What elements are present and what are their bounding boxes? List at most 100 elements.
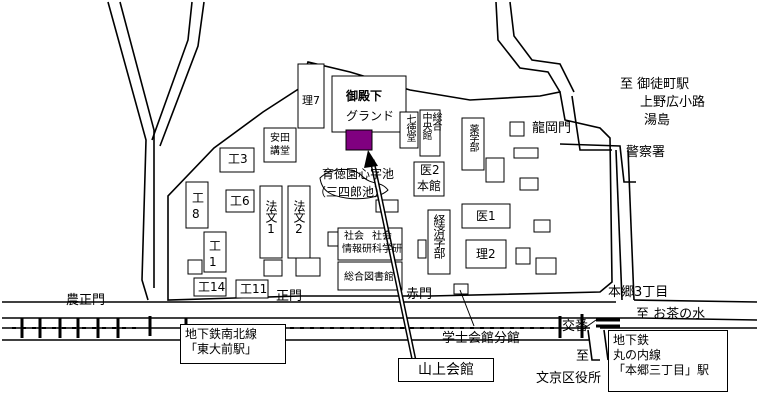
bldg-k14 <box>193 277 227 297</box>
label-bunkyo-b: 文京区役所 <box>536 371 602 386</box>
road-left-4 <box>159 1 205 147</box>
label-sogo: 総合 <box>430 112 441 130</box>
bldg-ri2 <box>465 239 507 269</box>
label-yaku: 薬学部 <box>467 124 478 151</box>
label-ri7: 理7 <box>302 94 320 107</box>
label-police: 警察署 <box>626 145 666 160</box>
label-i1: 医1 <box>476 209 496 223</box>
yamanoue-label: 山上会館 <box>418 362 474 378</box>
bldg-hobun1 <box>259 185 283 259</box>
street-right <box>571 95 612 151</box>
label-shakai-2: 社会 <box>372 231 392 242</box>
label-chuo: 中央館 <box>420 112 431 139</box>
bldg-small-8 <box>519 177 539 191</box>
label-johoken: 情報研 <box>342 244 372 255</box>
bldg-k1 <box>203 231 227 273</box>
bldg-k3 <box>219 147 255 173</box>
label-keizai: 経済学部 <box>432 214 446 258</box>
campus-boundary <box>167 61 613 301</box>
bldg-small-9 <box>533 219 551 233</box>
bldg-k8 <box>185 181 209 229</box>
road-left <box>107 1 149 301</box>
pond <box>319 169 389 200</box>
label-ikutoku: 育徳園心字池 <box>322 167 395 181</box>
street-top-right <box>495 1 561 93</box>
label-koban: 交番 <box>562 319 589 334</box>
label-yushima: 湯島 <box>644 113 671 128</box>
destination-building <box>345 129 373 151</box>
label-ground: グランド <box>346 109 395 123</box>
label-i2: 医2 <box>420 163 440 177</box>
label-goten: 御殿下 <box>346 89 383 103</box>
label-noshomon: 農正門 <box>66 293 106 308</box>
bldg-yaku <box>461 117 485 171</box>
label-shakai: 社会 <box>344 231 364 242</box>
bldg-small-7 <box>513 147 539 159</box>
bldg-sogo-chuo <box>419 109 441 157</box>
label-seimon: 正門 <box>276 289 303 304</box>
road-ochanomizu <box>633 299 757 303</box>
namboku-line-2: 「東大前駅」 <box>185 342 258 356</box>
label-ryuoka-gate: 龍岡門 <box>532 121 572 136</box>
bldg-small-10 <box>515 247 531 265</box>
label-santaro: （三四郎池） <box>314 185 387 199</box>
bldg-k6 <box>225 189 255 213</box>
label-yasuda-1: 安田 <box>270 133 290 144</box>
bldg-i1 <box>461 203 511 229</box>
label-hongo3: 本郷3丁目 <box>608 285 669 300</box>
label-k3: 工3 <box>228 152 248 166</box>
bldg-small-14 <box>187 259 203 275</box>
bldg-small-6 <box>509 121 525 137</box>
callout-marunouchi: 地下鉄 丸の内線 「本郷三丁目」駅 <box>608 330 728 392</box>
bldg-small-11 <box>535 257 557 275</box>
bldg-i2 <box>413 161 445 197</box>
bldg-small-3 <box>327 231 339 247</box>
road-bunkyo <box>587 329 600 361</box>
road-bunkyo-2 <box>603 329 609 361</box>
avenue-bottom <box>2 317 757 321</box>
bldg-ri7 <box>297 63 325 129</box>
label-akamon: 赤門 <box>406 287 433 302</box>
label-kagakuken: 科学研 <box>372 244 402 255</box>
label-ri2: 理2 <box>476 247 496 261</box>
label-okachimachi: 至 御徒町駅 <box>620 77 690 92</box>
crosswalk-mark-3 <box>558 314 584 338</box>
namboku-line-1: 地下鉄南北線 <box>185 327 258 341</box>
bldg-nanatoku <box>399 111 419 149</box>
label-k6: 工6 <box>230 194 250 208</box>
street-top-right-2 <box>509 1 575 93</box>
street-right-vertical <box>615 149 623 301</box>
leader-intersection <box>581 319 597 331</box>
bldg-keizai <box>427 209 451 275</box>
label-hobun1: 法文1 <box>264 200 278 235</box>
label-ochanomizu: 至 お茶の水 <box>636 307 706 322</box>
bldg-small-1 <box>263 259 283 277</box>
bldg-small-12 <box>417 239 427 259</box>
bldg-yasuda <box>263 127 297 163</box>
label-ueno: 上野広小路 <box>640 95 706 110</box>
road-left-3 <box>151 1 193 141</box>
callout-namboku: 地下鉄南北線 「東大前駅」 <box>180 324 286 364</box>
bldg-k11 <box>235 279 269 299</box>
bldg-library <box>337 261 403 291</box>
crosswalk-mark-1 <box>20 318 120 338</box>
bldg-small-2 <box>295 257 321 277</box>
bldg-small-5 <box>485 157 505 183</box>
marunouchi-line-3: 「本郷三丁目」駅 <box>613 363 710 377</box>
street-right-vertical-2 <box>627 149 635 301</box>
label-k14: 工14 <box>198 280 226 294</box>
road-left-2 <box>119 1 155 288</box>
label-yasuda-2: 講堂 <box>270 146 290 157</box>
callout-yamanoue: 山上会館 <box>398 358 494 382</box>
marunouchi-line-1: 地下鉄 <box>613 333 650 347</box>
label-k11: 工11 <box>240 282 268 296</box>
bldg-goten-ground <box>331 75 407 133</box>
crosswalk-mark-4 <box>596 318 620 328</box>
label-honkan: 本館 <box>417 179 442 193</box>
destination-arrow <box>364 150 417 361</box>
marunouchi-line-2: 丸の内線 <box>613 348 662 362</box>
label-gakushi: 学士会館分館 <box>442 331 521 346</box>
label-nanatoku: 七徳堂 <box>404 114 415 141</box>
